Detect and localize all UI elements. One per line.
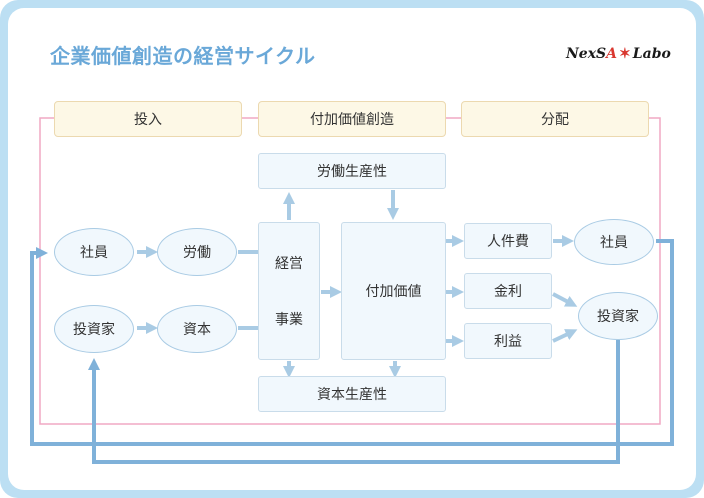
return-line-investor bbox=[88, 340, 620, 464]
node-investor-left: 投資家 bbox=[54, 305, 134, 353]
node-personnel-cost: 人件費 bbox=[464, 223, 552, 259]
node-management-business: 経営 事業 bbox=[258, 222, 320, 360]
header-input: 投入 bbox=[54, 101, 242, 137]
return-line-employee bbox=[30, 239, 674, 446]
node-business: 事業 bbox=[275, 312, 303, 328]
node-labor-productivity: 労働生産性 bbox=[258, 153, 446, 189]
node-added-value: 付加価値 bbox=[341, 222, 446, 360]
node-labor: 労働 bbox=[157, 228, 237, 276]
node-capital: 資本 bbox=[157, 305, 237, 353]
node-management: 経営 bbox=[275, 256, 303, 272]
node-employee-right: 社員 bbox=[574, 219, 654, 265]
node-employee-left: 社員 bbox=[54, 228, 134, 276]
arrow-profit-investor bbox=[552, 329, 578, 343]
node-profit: 利益 bbox=[464, 323, 552, 359]
page-title: 企業価値創造の経営サイクル bbox=[50, 44, 316, 68]
header-value-creation: 付加価値創造 bbox=[258, 101, 446, 137]
node-interest: 金利 bbox=[464, 273, 552, 309]
arrow-interest-investor bbox=[552, 292, 578, 307]
header-distribution: 分配 bbox=[461, 101, 649, 137]
brand-logo: NexSA✶Labo bbox=[566, 46, 671, 62]
node-capital-productivity: 資本生産性 bbox=[258, 376, 446, 412]
node-investor-right: 投資家 bbox=[578, 292, 658, 340]
